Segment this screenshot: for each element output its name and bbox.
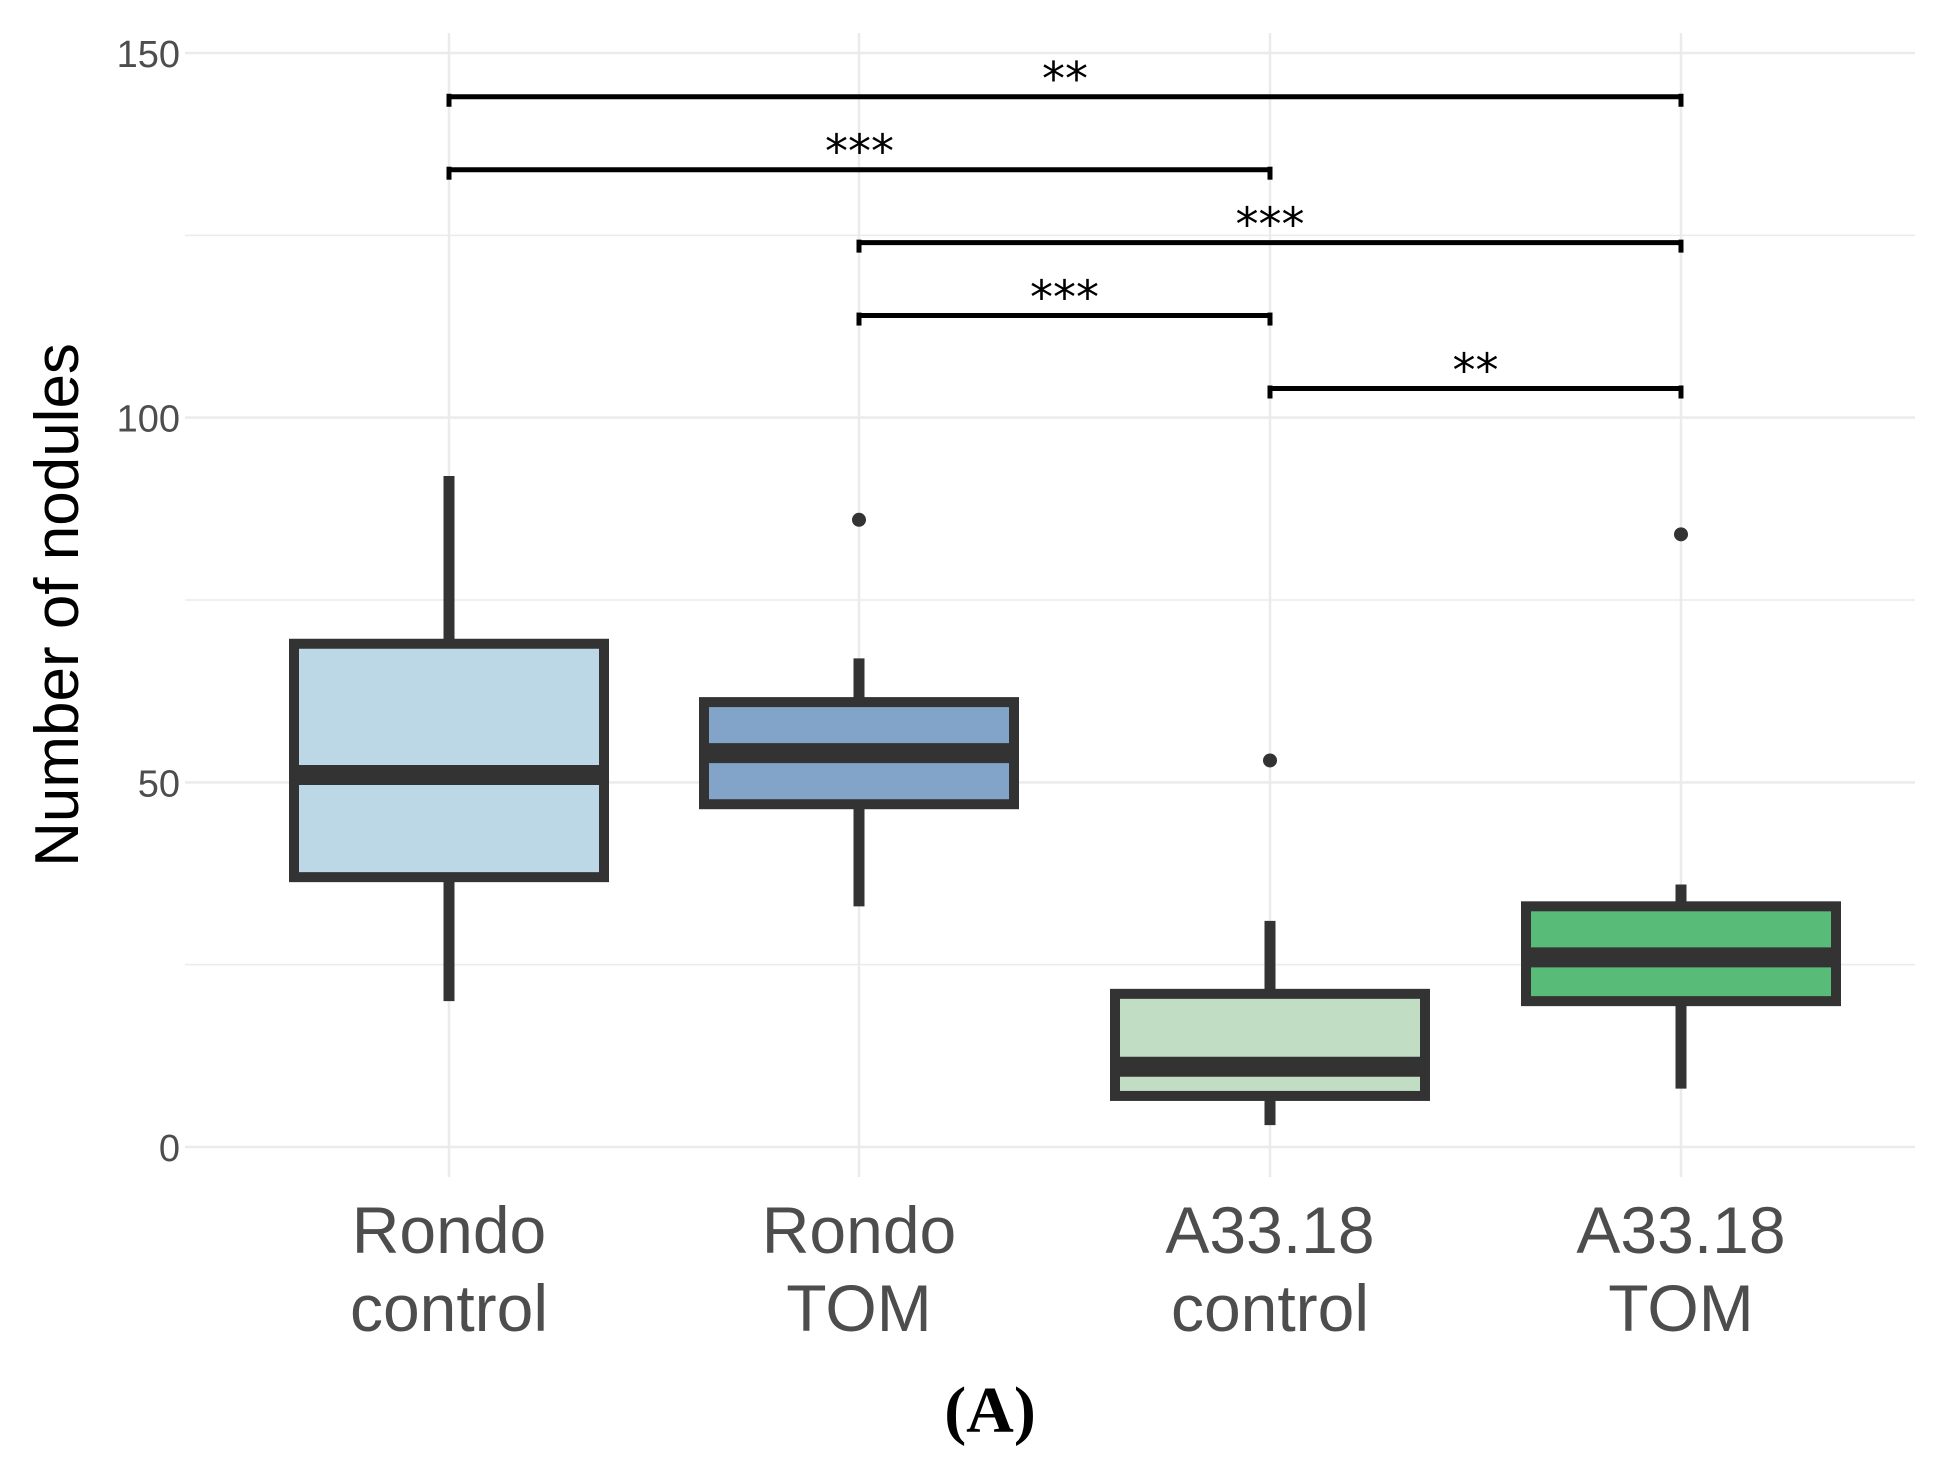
y-axis-ticks: 0 50 100 150 xyxy=(117,34,180,1170)
outlier-point xyxy=(852,512,866,527)
box-body xyxy=(289,638,609,883)
significance-label: ** xyxy=(1453,343,1499,397)
y-axis-title: Number of nodules xyxy=(23,343,92,867)
significance-label: *** xyxy=(1236,198,1305,252)
x-tick-label: Rondo xyxy=(762,1193,957,1267)
significance-bracket: ** xyxy=(1267,343,1684,399)
y-tick-label: 150 xyxy=(117,34,180,76)
x-tick-label: TOM xyxy=(786,1271,931,1345)
box-4 xyxy=(1521,527,1841,1089)
significance-bracket: *** xyxy=(856,271,1273,326)
panel-label: (A) xyxy=(944,1374,1036,1447)
boxes xyxy=(289,476,1841,1126)
box-1 xyxy=(289,476,609,1002)
x-tick-label: control xyxy=(350,1271,548,1345)
box-body xyxy=(1110,988,1430,1101)
outlier-point xyxy=(1263,753,1277,768)
x-tick-label: TOM xyxy=(1608,1271,1753,1345)
box-2 xyxy=(699,512,1019,907)
outlier-point xyxy=(1674,527,1688,542)
x-tick-label: A33.18 xyxy=(1576,1193,1785,1267)
significance-label: ** xyxy=(1042,52,1088,106)
y-tick-label: 0 xyxy=(159,1128,180,1170)
x-tick-label: A33.18 xyxy=(1165,1193,1374,1267)
box-3 xyxy=(1110,753,1430,1126)
significance-label: *** xyxy=(825,125,894,179)
significance-bracket: ** xyxy=(446,52,1684,107)
significance-brackets: ************* xyxy=(446,52,1684,399)
significance-bracket: *** xyxy=(856,198,1684,253)
x-tick-label: control xyxy=(1171,1271,1369,1345)
x-tick-label: Rondo xyxy=(352,1193,547,1267)
y-tick-label: 50 xyxy=(138,763,180,805)
y-tick-label: 100 xyxy=(117,399,180,441)
significance-label: *** xyxy=(1030,271,1099,325)
x-axis-category-labels: RondocontrolRondoTOMA33.18controlA33.18T… xyxy=(350,1193,1786,1345)
significance-bracket: *** xyxy=(446,125,1273,180)
